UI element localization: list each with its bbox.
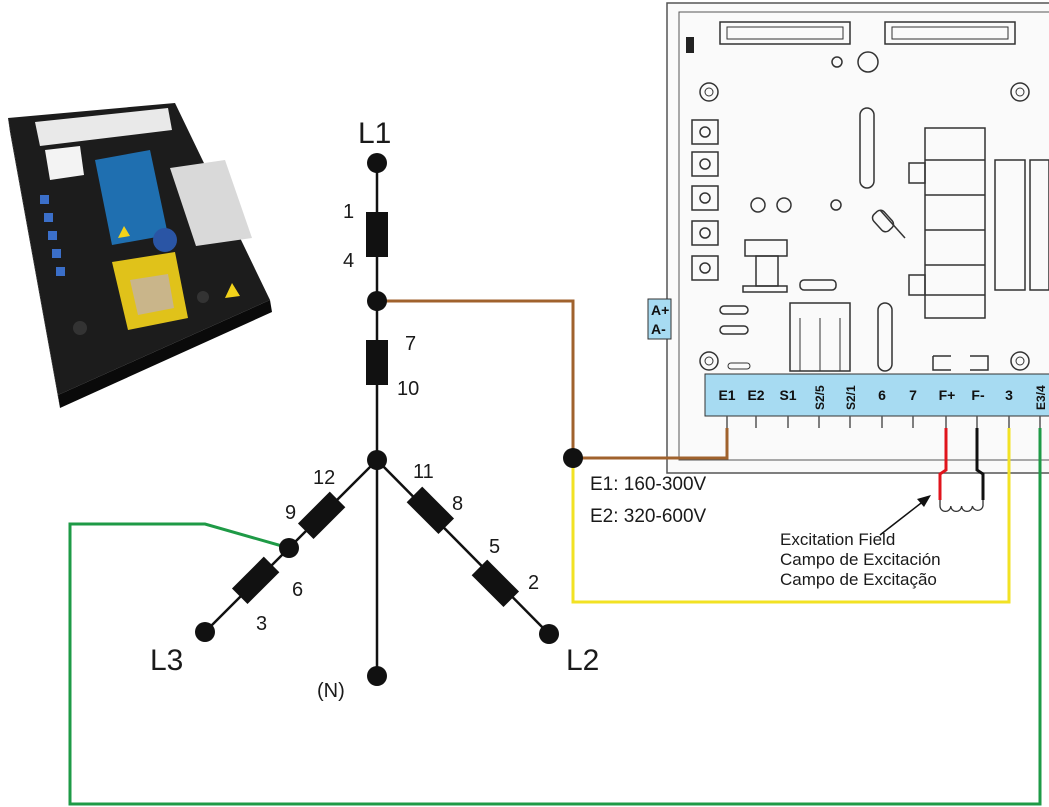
terminal-s2-1: S2/1	[844, 385, 858, 410]
side-terminal-block: A+ A-	[647, 298, 672, 340]
winding-label-8: 8	[452, 493, 463, 515]
terminal-3: 3	[1005, 387, 1013, 403]
green-wire	[68, 428, 1042, 806]
excitation-coil	[939, 500, 984, 512]
winding-11-8	[406, 486, 455, 535]
terminal-s1: S1	[779, 387, 796, 403]
nodes	[195, 153, 583, 686]
winding-label-7: 7	[405, 333, 416, 355]
excitation-arrow	[879, 495, 931, 536]
winding-label-5: 5	[489, 536, 500, 558]
node-l2	[539, 624, 559, 644]
excitation-label-en: Excitation Field	[780, 530, 895, 549]
winding-6-3	[231, 556, 280, 605]
winding-label-11: 11	[413, 461, 434, 483]
terminal-e2: E2	[747, 387, 764, 403]
windings	[231, 212, 520, 608]
winding-1-4	[366, 212, 388, 257]
winding-label-12: 12	[313, 467, 335, 489]
terminal-s2-5: S2/5	[813, 385, 827, 410]
terminal-e3-4: E3/4	[1034, 385, 1048, 410]
sensing-e1-label: E1: 160-300V	[590, 474, 707, 495]
winding-label-10: 10	[397, 378, 419, 400]
black-wire	[975, 428, 985, 500]
terminal-7: 7	[909, 387, 917, 403]
excitation-label-pt: Campo de Excitação	[780, 570, 937, 589]
winding-12-9	[297, 491, 346, 540]
sensing-e2-label: E2: 320-600V	[590, 506, 707, 527]
terminal-a-plus: A+	[651, 302, 669, 318]
terminal-f-minus: F-	[971, 387, 985, 403]
node-neutral	[367, 666, 387, 686]
winding-label-4: 4	[343, 250, 354, 272]
winding-7-10	[366, 340, 388, 385]
node-9-6	[279, 538, 299, 558]
winding-5-2	[471, 559, 520, 608]
terminal-strip: E1 E2 S1 S2/5 S2/1 6 7 F+ F- 3 E3/4	[704, 373, 1049, 428]
label-l1: L1	[358, 117, 391, 150]
terminal-e1: E1	[718, 387, 735, 403]
red-wire	[938, 428, 948, 500]
winding-label-2: 2	[528, 572, 539, 594]
terminal-a-minus: A-	[651, 321, 666, 337]
node-star	[367, 450, 387, 470]
winding-label-3: 3	[256, 613, 267, 635]
excitation-label-es: Campo de Excitación	[780, 550, 941, 569]
winding-label-9: 9	[285, 502, 296, 524]
label-l3: L3	[150, 644, 183, 677]
winding-label-1: 1	[343, 201, 354, 223]
node-l3	[195, 622, 215, 642]
winding-label-6: 6	[292, 579, 303, 601]
node-e1-junction	[563, 448, 583, 468]
node-4-7	[367, 291, 387, 311]
label-l2: L2	[566, 644, 599, 677]
avr-product-image	[8, 103, 272, 408]
yellow-wire	[571, 428, 1011, 604]
label-neutral: (N)	[317, 680, 345, 702]
terminal-6: 6	[878, 387, 886, 403]
node-l1	[367, 153, 387, 173]
terminal-f-plus: F+	[939, 387, 956, 403]
